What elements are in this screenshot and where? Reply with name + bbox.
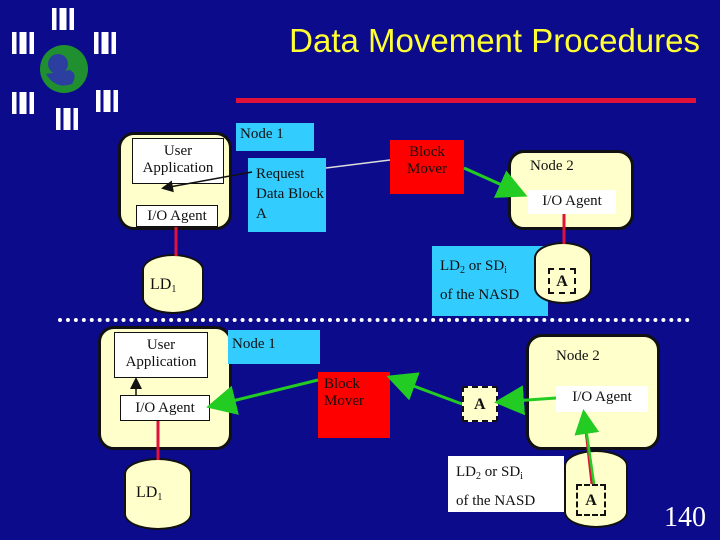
ld1-label-top: LD1 bbox=[150, 276, 176, 295]
nasd-or-sd-top: or SD bbox=[465, 258, 505, 274]
block-mover-bottom: Block Mover bbox=[318, 372, 390, 438]
page-number: 140 bbox=[664, 502, 706, 533]
nasd-label-top: LD2 or SDi of the NASD bbox=[432, 246, 548, 316]
node2-label-bottom: Node 2 bbox=[556, 348, 600, 364]
slide-title: Data Movement Procedures bbox=[289, 22, 700, 59]
request-block-a: Request Data Block A bbox=[248, 158, 326, 232]
section-separator bbox=[58, 318, 690, 322]
io-agent-bottom: I/O Agent bbox=[120, 395, 210, 421]
user-application-bottom: User Application bbox=[114, 332, 208, 378]
ld1-prefix-top: LD bbox=[150, 276, 172, 293]
node1-label-top: Node 1 bbox=[236, 123, 314, 151]
ld1-disk-top bbox=[142, 254, 204, 314]
io-agent-top: I/O Agent bbox=[136, 205, 218, 227]
request-to-mover-line bbox=[325, 159, 391, 169]
io-agent2-bottom: I/O Agent bbox=[556, 386, 648, 412]
ld1-sub-top: 1 bbox=[171, 284, 177, 295]
nasd-label-bottom: LD2 or SDi of the NASD bbox=[448, 456, 564, 512]
block-a-bottom: A bbox=[576, 484, 606, 516]
io-agent2-top: I/O Agent bbox=[528, 190, 616, 214]
nasd-ld-bottom: LD bbox=[456, 464, 476, 480]
request-arrow bbox=[161, 171, 253, 193]
ioagent2-to-a-arrow bbox=[494, 385, 557, 416]
globe-logo-icon bbox=[12, 8, 118, 130]
ld1-label-bottom: LD1 bbox=[136, 484, 162, 503]
nasd-ld-top: LD bbox=[440, 258, 460, 274]
nasd-of-bottom: of the NASD bbox=[456, 493, 536, 509]
block-a-top: A bbox=[548, 268, 576, 294]
nasd-to-ioagent2-arrow-bottom bbox=[574, 409, 600, 485]
ld1-sub-bottom: 1 bbox=[157, 492, 163, 503]
nasd-or-sd-bottom: or SD bbox=[481, 464, 521, 480]
node1-label-bottom: Node 1 bbox=[228, 330, 320, 364]
ld1-prefix-bottom: LD bbox=[136, 484, 158, 501]
mover-to-node2-arrow-top bbox=[463, 166, 528, 198]
node2-label-top: Node 2 bbox=[530, 158, 574, 174]
nasd-ld-sub-top: 2 bbox=[460, 265, 465, 276]
nasd-sd-sub-bottom: i bbox=[520, 471, 523, 482]
block-mover-top: Block Mover bbox=[390, 140, 464, 194]
a-to-mover-arrow bbox=[386, 372, 463, 406]
nasd-ld-sub-bottom: 2 bbox=[476, 471, 481, 482]
user-application-top: User Application bbox=[132, 138, 224, 184]
block-a-moving: A bbox=[462, 386, 498, 422]
nasd-of-top: of the NASD bbox=[440, 287, 520, 303]
nasd-sd-sub-top: i bbox=[504, 265, 507, 276]
title-rule bbox=[236, 98, 696, 103]
mover-to-ioagent-arrow-bottom bbox=[206, 378, 319, 415]
request-label: Request Data Block A bbox=[256, 166, 324, 222]
